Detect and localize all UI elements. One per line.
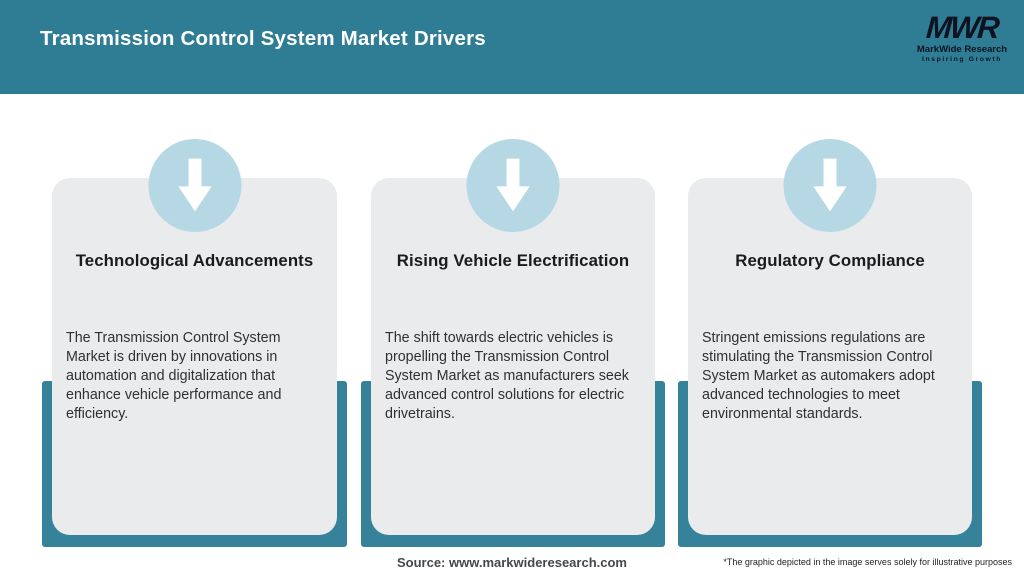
card-body: The Transmission Control System Market i… xyxy=(66,330,282,422)
driver-card-regulatory-compliance: Regulatory Compliance Stringent emission… xyxy=(678,0,982,576)
card-panel xyxy=(371,178,655,535)
down-arrow-icon xyxy=(177,158,212,212)
down-arrow-badge xyxy=(783,139,877,232)
card-title: Rising Vehicle Electrification xyxy=(396,251,630,270)
card-title: Technological Advancements xyxy=(75,251,314,270)
card-panel xyxy=(688,178,972,535)
driver-card-rising-vehicle-electrification: Rising Vehicle Electrification The shift… xyxy=(361,0,665,576)
header-bar: Transmission Control System Market Drive… xyxy=(0,0,1024,94)
page-title: Transmission Control System Market Drive… xyxy=(40,27,486,50)
card-title: Regulatory Compliance xyxy=(735,251,925,270)
disclaimer-text: *The graphic depicted in the image serve… xyxy=(723,557,1012,567)
card-body: Stringent emissions regulations are stim… xyxy=(702,330,935,422)
down-arrow-icon xyxy=(813,158,847,212)
card-panel xyxy=(52,178,337,535)
driver-card-technological-advancements: Technological Advancements The Transmiss… xyxy=(42,0,347,576)
logo-tagline: Inspiring Growth xyxy=(922,56,1002,63)
logo-name: MarkWide Research xyxy=(916,44,1008,55)
card-body: The shift towards electric vehicles is p… xyxy=(385,330,629,422)
markwide-logo: MWR MarkWide Research Inspiring Growth xyxy=(914,10,1010,63)
down-arrow-badge xyxy=(466,139,560,232)
down-arrow-icon xyxy=(496,158,530,212)
source-text: Source: www.markwideresearch.com xyxy=(396,555,627,570)
down-arrow-badge xyxy=(148,139,241,232)
